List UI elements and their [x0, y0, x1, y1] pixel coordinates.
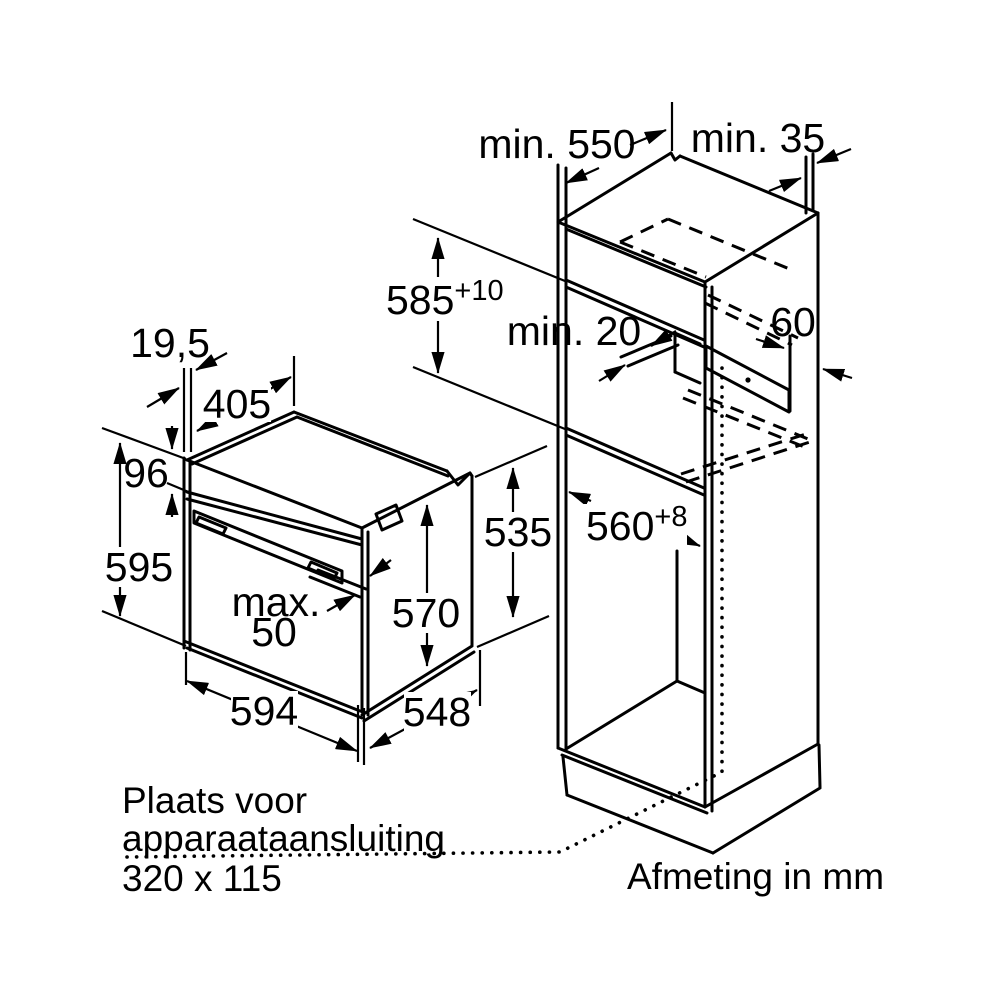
label-96: 96 — [123, 450, 169, 496]
dim-cabinet-depth: min. 550 — [478, 102, 674, 185]
label-max: max. — [232, 579, 321, 625]
label-min-550: min. 550 — [478, 121, 635, 167]
connection-note-line3: 320 x 115 — [122, 858, 282, 899]
label-560: 560+8 — [586, 501, 688, 549]
connection-area-hatch — [704, 344, 791, 414]
connection-note-line1: Plaats voor — [122, 780, 307, 821]
label-594: 594 — [230, 688, 298, 734]
oven-drawing: 19,5 405 96 595 max. 5 — [101, 320, 552, 765]
connection-note-line2: apparaataansluiting — [122, 818, 445, 859]
label-19-5: 19,5 — [130, 320, 210, 366]
label-405: 405 — [203, 381, 271, 427]
dim-door-gap: max. 50 — [232, 557, 392, 655]
label-595: 595 — [105, 544, 173, 590]
units-note: Afmeting in mm — [627, 856, 884, 897]
label-60: 60 — [770, 299, 816, 345]
cabinet-drawing: min. 550 min. 35 585+10 min. 20 60 — [125, 102, 853, 859]
dim-panel-height: 96 — [123, 426, 192, 517]
dim-niche-width: 560+8 — [568, 490, 701, 549]
dim-front-height: 595 — [101, 426, 187, 648]
dim-width: 594 — [184, 652, 366, 765]
cabinet-outline — [556, 151, 822, 855]
label-585: 585+10 — [386, 275, 504, 323]
connection-point-dot — [745, 377, 751, 383]
label-50: 50 — [251, 609, 297, 655]
dim-top-offset: 19,5 — [130, 320, 228, 452]
dim-connection-side-gap: 60 — [755, 299, 853, 382]
label-min-35: min. 35 — [691, 115, 825, 161]
dim-niche-height: 585+10 — [383, 217, 566, 431]
label-548: 548 — [403, 689, 471, 735]
label-570: 570 — [392, 590, 460, 636]
dim-top-depth: 405 — [196, 356, 296, 432]
dim-rear-height: 535 — [474, 444, 552, 649]
oven-outline — [182, 410, 476, 723]
dim-body-height: 570 — [392, 504, 460, 667]
dim-rear-vent-gap: min. 20 — [507, 308, 677, 382]
label-535: 535 — [484, 509, 552, 555]
footer-notes: Plaats voor apparaataansluiting 320 x 11… — [122, 780, 884, 899]
label-min-20: min. 20 — [507, 308, 641, 354]
dim-wall-gap: min. 35 — [691, 115, 852, 193]
dim-depth: 548 — [369, 650, 482, 749]
